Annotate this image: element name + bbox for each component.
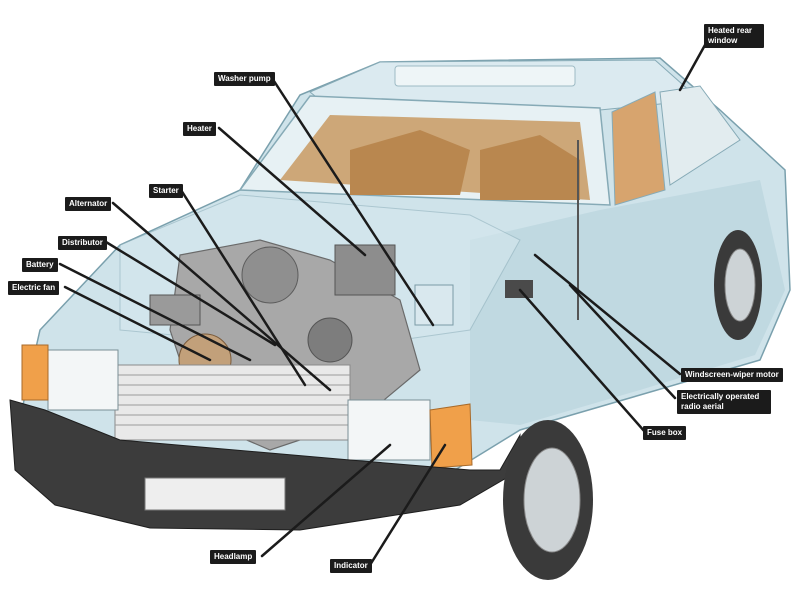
label-electric-fan: Electric fan	[8, 281, 60, 295]
leader-alternator	[111, 201, 332, 392]
headlamp-right	[347, 399, 431, 461]
leader-battery	[58, 262, 252, 362]
label-distributor: Distributor	[58, 236, 107, 250]
battery-part	[149, 294, 201, 326]
leader-heater	[217, 126, 367, 257]
label-indicator: Indicator	[330, 559, 372, 573]
leader-radio-aerial	[568, 283, 677, 400]
air-cleaner	[241, 246, 299, 304]
label-electrically-operated-radio-aerial: Electrically operated radio aerial	[677, 390, 771, 414]
side-window-rear	[659, 85, 741, 186]
leader-washer-pump	[270, 76, 435, 327]
grille-bars	[115, 374, 350, 426]
leader-electric-fan	[63, 285, 212, 362]
seat-left	[350, 130, 470, 195]
label-fuse-box: Fuse box	[643, 426, 687, 440]
label-windscreen-wiper-motor: Windscreen-wiper motor	[681, 368, 783, 382]
side-window-front	[611, 91, 666, 206]
leader-distributor	[104, 240, 277, 347]
grille	[114, 364, 351, 441]
seat-right	[480, 135, 580, 200]
leader-indicator	[368, 443, 447, 567]
rear-wheel-hub	[724, 248, 756, 322]
leader-heated-rear-window	[678, 43, 707, 92]
label-heated-rear-window: Heated rear window	[704, 24, 764, 48]
leader-wiper-motor	[533, 253, 682, 376]
indicator-left	[21, 344, 49, 401]
label-heater: Heater	[183, 122, 216, 136]
sunroof	[394, 65, 576, 87]
leader-starter	[179, 188, 307, 387]
label-starter: Starter	[149, 184, 183, 198]
label-washer-pump: Washer pump	[214, 72, 275, 86]
front-wheel-hub	[523, 447, 581, 553]
alternator-part	[307, 317, 353, 363]
car-side-shade	[470, 180, 785, 425]
label-headlamp: Headlamp	[210, 550, 257, 564]
leader-lines	[58, 43, 707, 567]
label-battery: Battery	[22, 258, 58, 272]
label-alternator: Alternator	[65, 197, 112, 211]
leader-fuse-box	[518, 288, 647, 434]
number-plate	[144, 477, 286, 511]
fuse-box-part	[505, 280, 533, 298]
leader-headlamp	[260, 443, 392, 558]
headlamp-left	[47, 349, 119, 411]
